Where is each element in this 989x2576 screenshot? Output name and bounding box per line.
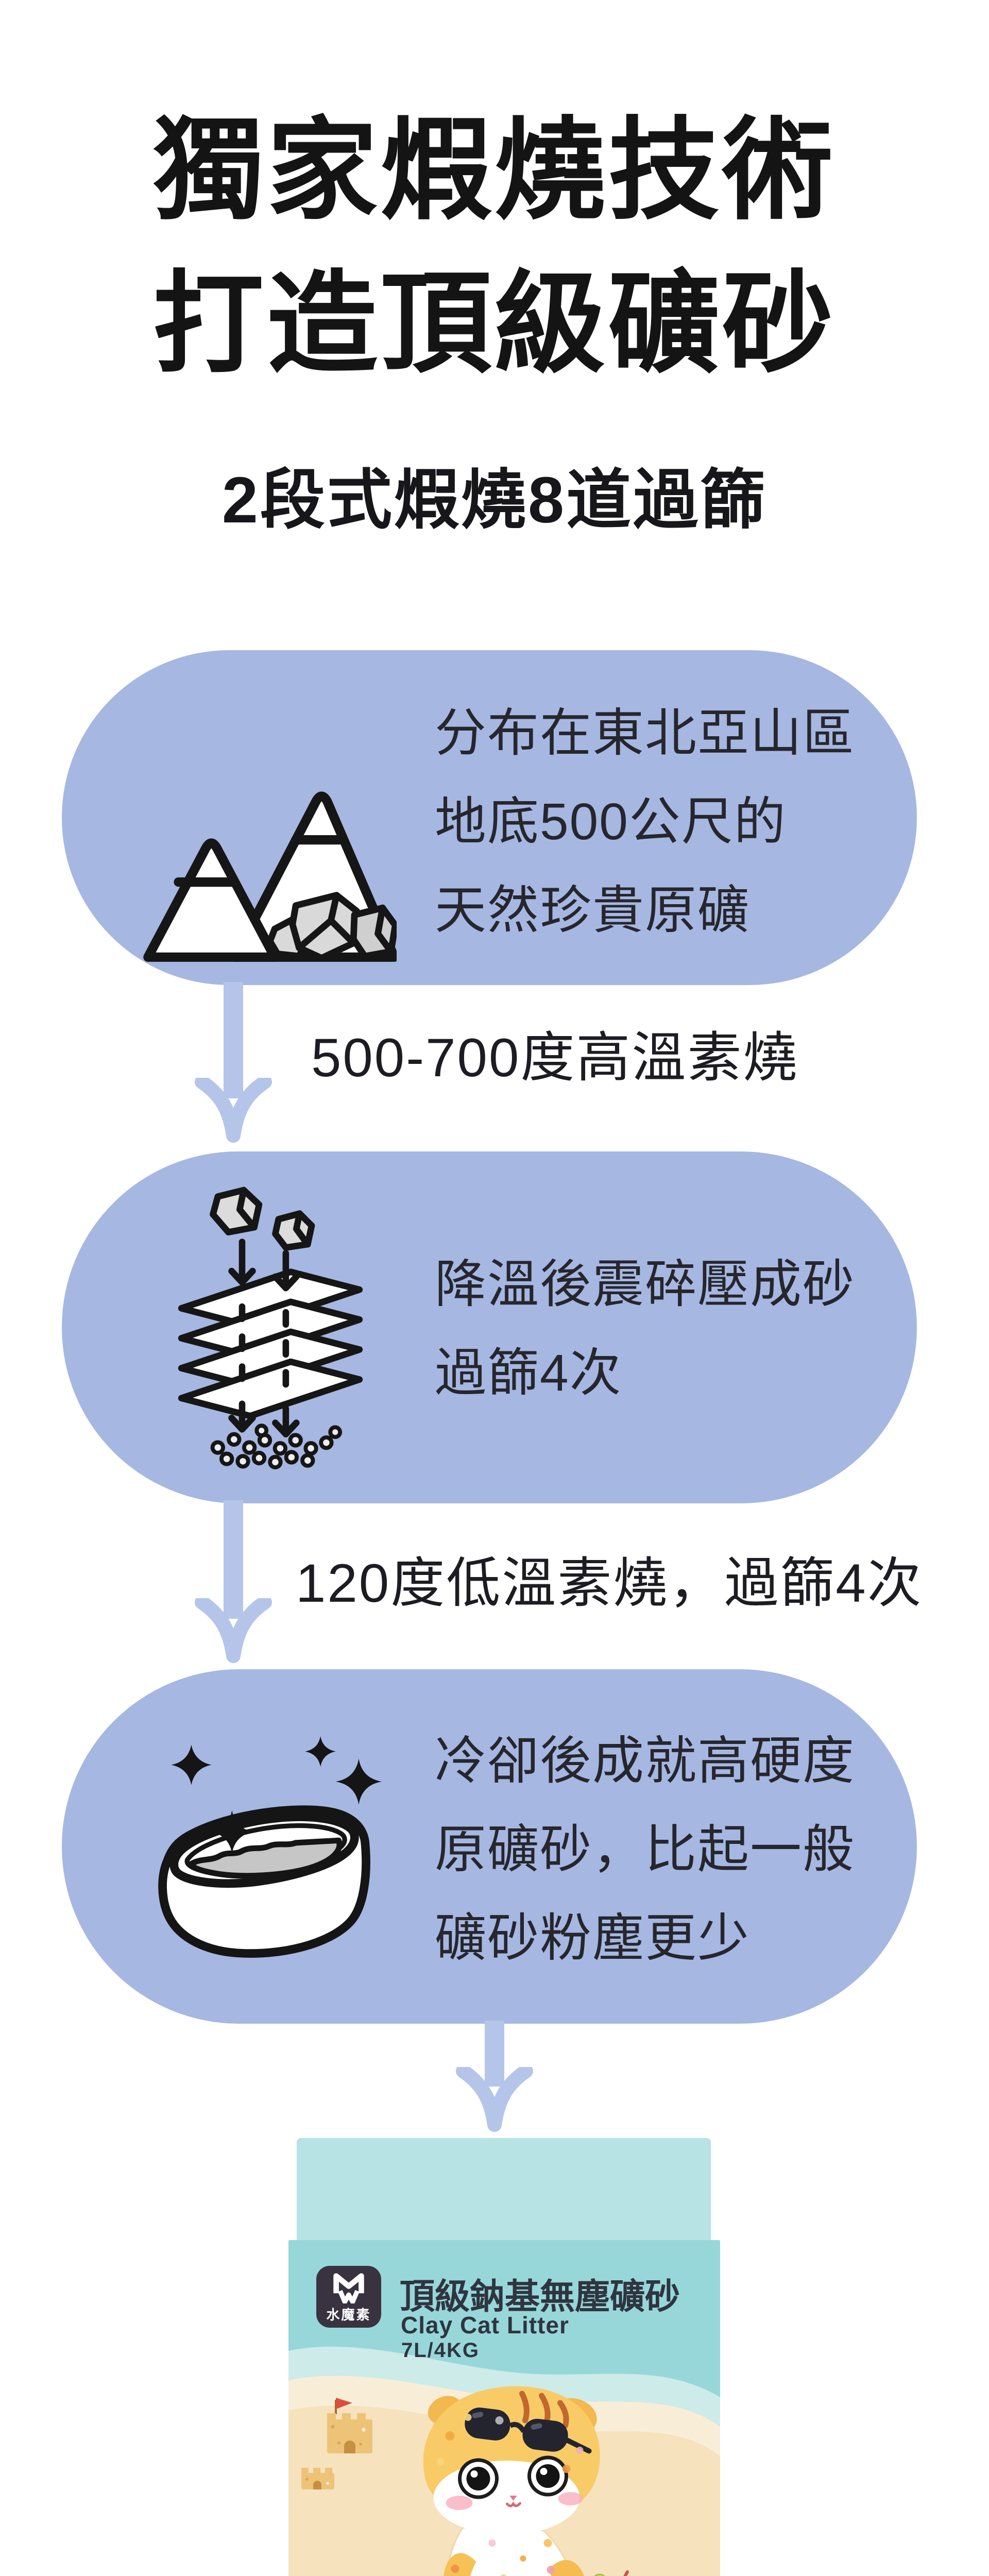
flow-arrow-1-stem xyxy=(224,982,243,1098)
step3-line3: 礦砂粉塵更少 xyxy=(435,1909,750,1967)
page-subtitle: 2段式煆燒8道過篩 xyxy=(221,464,768,536)
brand-mark-icon xyxy=(333,2273,364,2303)
flow-arrow-1-head-icon xyxy=(195,1078,272,1143)
flow-arrow-3-stem xyxy=(485,2021,504,2087)
flow-label-2: 120度低溫素燒，過篩4次 xyxy=(296,1553,923,1614)
step-text-crush-sieve: 降溫後震碎壓成砂 過篩4次 xyxy=(435,1240,855,1417)
product-name-zh: 頂級鈉基無塵礦砂 xyxy=(400,2277,680,2316)
step3-line1: 冷卻後成就高硬度 xyxy=(435,1732,855,1790)
step2-line1: 降溫後震碎壓成砂 xyxy=(435,1256,855,1313)
sieve-stack-icon xyxy=(157,1166,384,1488)
product-box: 水魔素 頂級鈉基無塵礦砂 Clay Cat Litter 7L/4KG xyxy=(288,2138,720,2576)
flow-label-1: 500-700度高溫素燒 xyxy=(311,1028,799,1088)
litter-box-sparkle-icon xyxy=(134,1727,402,1985)
title-line-1: 獨家煆燒技術 xyxy=(153,108,836,232)
flow-arrow-2-stem xyxy=(224,1500,243,1619)
product-box-front: 水魔素 頂級鈉基無塵礦砂 Clay Cat Litter 7L/4KG xyxy=(288,2240,720,2576)
step-text-raw-ore: 分布在東北亞山區 地底500公尺的 天然珍貴原礦 xyxy=(435,689,855,955)
brand-logo: 水魔素 xyxy=(316,2266,381,2328)
step-card-crush-sieve: 降溫後震碎壓成砂 過篩4次 xyxy=(62,1151,917,1503)
product-spec: 7L/4KG xyxy=(401,2339,480,2362)
step2-line2: 過篩4次 xyxy=(435,1344,622,1402)
flow-arrow-2-head-icon xyxy=(195,1598,272,1663)
page-title: 獨家煆燒技術 打造頂級礦砂 xyxy=(0,94,989,401)
step-text-low-dust: 冷卻後成就高硬度 原礦砂，比起一般 礦砂粉塵更少 xyxy=(435,1717,855,1982)
step3-line2: 原礦砂，比起一般 xyxy=(435,1821,855,1878)
step-card-low-dust: 冷卻後成就高硬度 原礦砂，比起一般 礦砂粉塵更少 xyxy=(62,1669,917,2024)
step1-line2: 地底500公尺的 xyxy=(435,793,787,851)
cocktail-illustration xyxy=(594,2570,629,2576)
step1-line1: 分布在東北亞山區 xyxy=(435,704,855,762)
flow-arrow-3-head-icon xyxy=(456,2067,533,2132)
sandcastle-illustration xyxy=(301,2398,372,2489)
brand-name: 水魔素 xyxy=(326,2307,371,2323)
step-card-raw-ore: 分布在東北亞山區 地底500公尺的 天然珍貴原礦 xyxy=(62,650,917,985)
cat-illustration xyxy=(423,2386,600,2576)
title-line-2: 打造頂級礦砂 xyxy=(153,262,836,386)
product-name-en: Clay Cat Litter xyxy=(401,2312,569,2338)
product-box-lid-flap xyxy=(297,2138,711,2243)
mountain-ore-icon xyxy=(134,745,397,967)
step1-line3: 天然珍貴原礦 xyxy=(435,882,750,939)
